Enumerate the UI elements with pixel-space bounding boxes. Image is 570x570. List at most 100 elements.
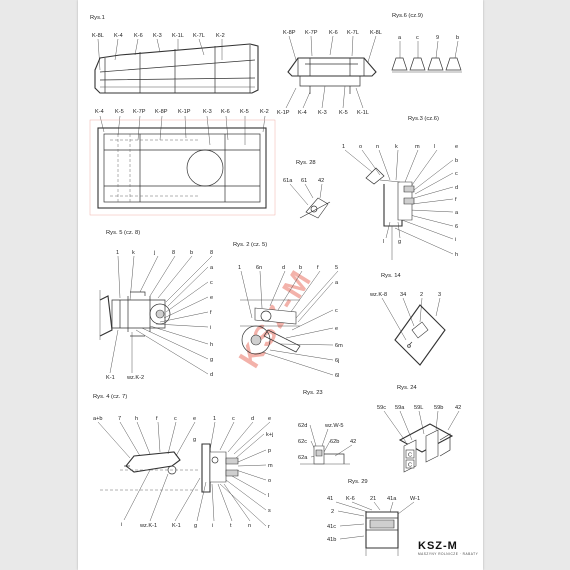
rys28-label: 61a xyxy=(283,178,293,184)
rys4-label: k+j xyxy=(266,432,273,438)
paper-sheet xyxy=(78,0,483,570)
rys5-label: 1 xyxy=(116,250,119,256)
rys7-label: K-1L xyxy=(357,110,369,116)
rys14-label: 34 xyxy=(400,292,406,298)
rys1-label: K-6 xyxy=(134,33,143,39)
rys3-label: h xyxy=(455,252,458,258)
rys2-label: d xyxy=(282,265,285,271)
rys5-label: b xyxy=(190,250,193,256)
rys1-label: K-2 xyxy=(260,109,269,115)
rys29-label: 41 xyxy=(327,496,333,502)
rys7-label: K-1P xyxy=(277,110,290,116)
brand-logo: KSZ-M MASZYNY ROLNICZE · RABATY xyxy=(418,540,479,556)
rys14-label: 3 xyxy=(438,292,441,298)
rys1-label: K-8L xyxy=(92,33,104,39)
rys29-label: K-6 xyxy=(346,496,355,502)
rys29-label: 21 xyxy=(370,496,376,502)
rys3-label: g xyxy=(398,239,401,245)
rys3-label: n xyxy=(376,144,379,150)
rys5-top-labels: 1 k j 8 b 8 xyxy=(116,250,213,256)
rys5-label: f xyxy=(210,310,212,316)
rys5-label: h xyxy=(210,342,213,348)
rys4-label: 7 xyxy=(118,416,121,422)
rys1-label: K-8P xyxy=(155,109,168,115)
rys4-label: a+b xyxy=(93,416,103,422)
rys7-label: K-8P xyxy=(283,30,296,36)
rys23-label: 62b xyxy=(330,439,339,445)
rys4-label: c xyxy=(232,416,235,422)
rys4-label: i xyxy=(121,522,122,528)
rys1-top-labels: K-8L K-4 K-6 K-3 K-1L K-7L K-2 xyxy=(92,33,225,39)
rys4-label: o xyxy=(268,478,271,484)
rys29-label: 41c xyxy=(327,524,336,530)
rys28-label: 61 xyxy=(301,178,307,184)
rys7-label: K-7P xyxy=(305,30,318,36)
rys5-label: c xyxy=(210,280,213,286)
rys3-label: i xyxy=(455,237,456,243)
rys5-label: k xyxy=(132,250,135,256)
rys14-label: wz.K-8 xyxy=(369,292,387,298)
rys6-title: Rys.6 (cz.9) xyxy=(392,13,423,19)
rys4-label: K-1 xyxy=(172,523,181,529)
rys5-label: e xyxy=(210,295,213,301)
view-rys6: Rys.6 (cz.9) a c 9 b xyxy=(391,13,462,73)
rys4-title: Rys. 4 (cz. 7) xyxy=(93,394,127,400)
rys5-label: wz.K-2 xyxy=(126,375,144,381)
rys4-label: l xyxy=(268,493,269,499)
rys2-label: f xyxy=(317,265,319,271)
rys4-label: t xyxy=(230,523,232,529)
rys7-bottom-labels: K-1P K-4 K-3 K-5 K-1L xyxy=(277,110,369,116)
rys1-label: K-7P xyxy=(133,109,146,115)
view-rys7: K-8P K-7P K-6 K-7L K-8L K-1P K-4 K-3 K-5… xyxy=(277,30,382,116)
rys28-title: Rys. 28 xyxy=(296,160,316,166)
view-rys3: Rys.3 (cz.6) 1 o n k m l e b c d f a 6 i… xyxy=(342,116,459,260)
rys24-label: 59b xyxy=(434,405,443,411)
rys14-label: 2 xyxy=(420,292,423,298)
rys3-label: k xyxy=(395,144,398,150)
rys29-label: W-1 xyxy=(410,496,420,502)
rys1-label: K-7L xyxy=(193,33,205,39)
view-rys23: Rys. 23 62d wz.W-5 62c 62b 42 62a xyxy=(298,390,356,465)
rys2-title: Rys. 2 (cz. 5) xyxy=(233,242,267,248)
rys24-marker-label: C xyxy=(408,463,412,469)
view-rys28: Rys. 28 61a 61 42 xyxy=(283,160,331,219)
rys5-label: d xyxy=(210,372,213,378)
rys4-label: wz.K-1 xyxy=(139,523,157,529)
brand-tagline: MASZYNY ROLNICZE · RABATY xyxy=(418,552,479,556)
rys7-label: K-4 xyxy=(298,110,307,116)
rys23-title: Rys. 23 xyxy=(303,390,323,396)
rys2-label: b xyxy=(299,265,302,271)
rys5-label: g xyxy=(210,357,213,363)
rys2-top-labels: 1 6n d b f 5 xyxy=(238,265,338,271)
rys3-label: e xyxy=(455,144,458,150)
rys5-label: i xyxy=(210,325,211,331)
rys3-label: o xyxy=(359,144,362,150)
rys3-label: b xyxy=(455,158,458,164)
rys1-label: K-4 xyxy=(95,109,104,115)
rys4-label: r xyxy=(268,524,270,530)
rys2-label: 6l xyxy=(335,373,339,379)
rys23-label: 62c xyxy=(298,439,307,445)
rys24-marker xyxy=(405,459,415,469)
rys29-label: 41a xyxy=(387,496,397,502)
rys5-label: 8 xyxy=(172,250,175,256)
view-rys14: Rys. 14 wz.K-8 34 2 3 xyxy=(369,273,446,366)
rys4-bottom-labels: i wz.K-1 K-1 g i t n xyxy=(121,522,251,529)
rys23-label: 62a xyxy=(298,455,308,461)
rys1-title: Rys.1 xyxy=(90,15,105,21)
rys2-right-labels: a c e 6m 6j 6l xyxy=(335,280,343,379)
view-rys4: Rys. 4 (cz. 7) a+b 7 h f c e 1 c d e k+j… xyxy=(93,394,273,530)
view-rys5: Rys. 5 (cz. 8) 1 k j 8 b 8 a c e f i h g… xyxy=(99,230,214,381)
rys23-label: wz.W-5 xyxy=(324,423,344,429)
rys3-label: f xyxy=(455,197,457,203)
rys3-title: Rys.3 (cz.6) xyxy=(408,116,439,122)
rys1-label: K-4 xyxy=(114,33,123,39)
rys1-label: K-1P xyxy=(178,109,191,115)
rys4-label: n xyxy=(248,523,251,529)
rys29-label: 2 xyxy=(331,509,334,515)
rys5-label: a xyxy=(210,265,214,271)
view-rys24: Rys. 24 59c 59a 59L 59b 42 C C xyxy=(377,385,461,473)
rys3-top-labels: 1 o n k m l e xyxy=(342,144,458,150)
rys4-label: e xyxy=(193,416,196,422)
